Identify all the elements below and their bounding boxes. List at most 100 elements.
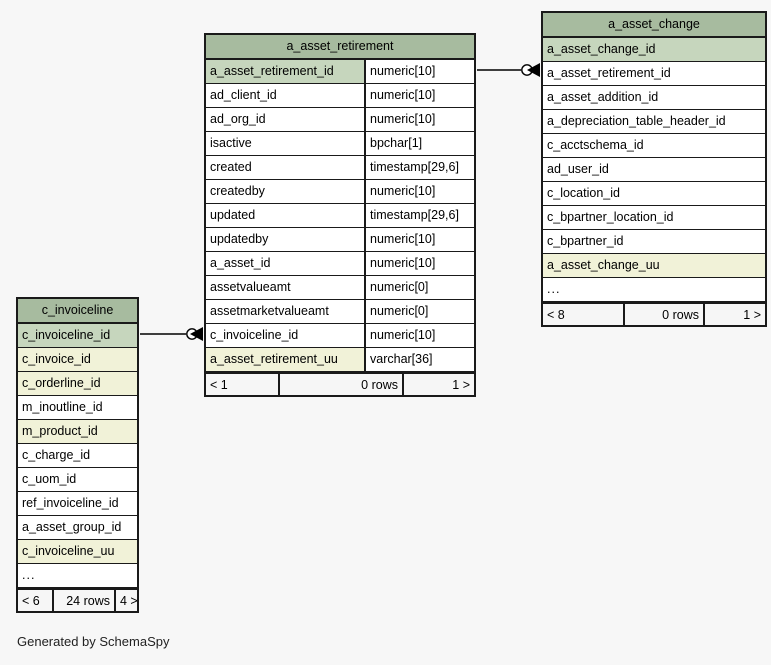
column-name: a_asset_retirement_id bbox=[547, 66, 671, 80]
table-title: a_asset_retirement bbox=[206, 35, 474, 60]
table-c-invoiceline[interactable]: c_invoiceline c_invoiceline_id c_invoice… bbox=[16, 297, 139, 613]
next-page-button[interactable]: 1 > bbox=[703, 304, 765, 325]
table-row[interactable]: a_asset_change_uu bbox=[543, 254, 765, 278]
more-columns-indicator: ... bbox=[547, 282, 561, 296]
more-columns-indicator: ... bbox=[22, 568, 36, 582]
column-name: c_invoiceline_uu bbox=[22, 544, 115, 558]
table-row-more[interactable]: ... bbox=[543, 278, 765, 302]
column-name: assetvalueamt bbox=[210, 280, 291, 294]
table-row[interactable]: c_acctschema_id bbox=[543, 134, 765, 158]
table-row[interactable]: a_asset_retirement_id bbox=[543, 62, 765, 86]
table-row[interactable]: a_asset_change_id bbox=[543, 38, 765, 62]
column-type: numeric[10] bbox=[364, 228, 474, 251]
table-a-asset-change[interactable]: a_asset_change a_asset_change_id a_asset… bbox=[541, 11, 767, 327]
column-type: timestamp[29,6] bbox=[364, 156, 474, 179]
table-row[interactable]: a_depreciation_table_header_id bbox=[543, 110, 765, 134]
column-name: isactive bbox=[210, 136, 252, 150]
table-title: a_asset_change bbox=[543, 13, 765, 38]
column-name: m_product_id bbox=[22, 424, 98, 438]
table-row[interactable]: a_asset_addition_id bbox=[543, 86, 765, 110]
table-row[interactable]: c_location_id bbox=[543, 182, 765, 206]
column-name: c_uom_id bbox=[22, 472, 77, 486]
table-row[interactable]: a_asset_group_id bbox=[18, 516, 137, 540]
column-name: assetmarketvalueamt bbox=[210, 304, 329, 318]
column-name: c_invoice_id bbox=[22, 352, 91, 366]
column-name: c_acctschema_id bbox=[547, 138, 644, 152]
table-row[interactable]: c_invoiceline_id bbox=[18, 324, 137, 348]
table-row[interactable]: isactive bpchar[1] bbox=[206, 132, 474, 156]
generator-caption: Generated by SchemaSpy bbox=[17, 634, 170, 649]
table-row[interactable]: ad_client_id numeric[10] bbox=[206, 84, 474, 108]
column-name: c_orderline_id bbox=[22, 376, 101, 390]
column-name: c_location_id bbox=[547, 186, 620, 200]
row-count: 0 rows bbox=[278, 374, 402, 395]
table-row[interactable]: a_asset_retirement_uu varchar[36] bbox=[206, 348, 474, 372]
column-name: ad_user_id bbox=[547, 162, 609, 176]
column-type: numeric[0] bbox=[364, 300, 474, 323]
column-type: bpchar[1] bbox=[364, 132, 474, 155]
column-name: created bbox=[210, 160, 252, 174]
table-row[interactable]: assetvalueamt numeric[0] bbox=[206, 276, 474, 300]
column-name: a_asset_change_id bbox=[547, 42, 656, 56]
table-row[interactable]: c_invoiceline_id numeric[10] bbox=[206, 324, 474, 348]
table-row[interactable]: c_invoice_id bbox=[18, 348, 137, 372]
table-row[interactable]: m_product_id bbox=[18, 420, 137, 444]
row-count: 0 rows bbox=[623, 304, 703, 325]
column-name: a_asset_id bbox=[210, 256, 271, 270]
table-row[interactable]: c_uom_id bbox=[18, 468, 137, 492]
prev-page-button[interactable]: < 6 bbox=[18, 590, 52, 611]
column-type: numeric[0] bbox=[364, 276, 474, 299]
table-row[interactable]: c_charge_id bbox=[18, 444, 137, 468]
table-row[interactable]: m_inoutline_id bbox=[18, 396, 137, 420]
column-name: a_asset_addition_id bbox=[547, 90, 659, 104]
table-row[interactable]: updated timestamp[29,6] bbox=[206, 204, 474, 228]
table-row[interactable]: assetmarketvalueamt numeric[0] bbox=[206, 300, 474, 324]
table-row[interactable]: ad_user_id bbox=[543, 158, 765, 182]
table-title: c_invoiceline bbox=[18, 299, 137, 324]
column-type: numeric[10] bbox=[364, 252, 474, 275]
column-type: numeric[10] bbox=[364, 60, 474, 83]
column-type: numeric[10] bbox=[364, 180, 474, 203]
column-name: ad_client_id bbox=[210, 88, 277, 102]
column-name: a_asset_retirement_id bbox=[210, 64, 334, 78]
column-name: a_asset_change_uu bbox=[547, 258, 660, 272]
column-type: timestamp[29,6] bbox=[364, 204, 474, 227]
column-type: numeric[10] bbox=[364, 108, 474, 131]
column-name: ad_org_id bbox=[210, 112, 266, 126]
column-name: c_charge_id bbox=[22, 448, 91, 462]
table-row-more[interactable]: ... bbox=[18, 564, 137, 588]
column-name: a_asset_retirement_uu bbox=[210, 352, 338, 366]
table-row[interactable]: c_bpartner_id bbox=[543, 230, 765, 254]
table-row[interactable]: c_orderline_id bbox=[18, 372, 137, 396]
column-name: updated bbox=[210, 208, 256, 222]
column-name: a_depreciation_table_header_id bbox=[547, 114, 726, 128]
table-footer: < 8 0 rows 1 > bbox=[543, 302, 765, 325]
table-row[interactable]: ref_invoiceline_id bbox=[18, 492, 137, 516]
column-name: createdby bbox=[210, 184, 265, 198]
next-page-button[interactable]: 1 > bbox=[402, 374, 474, 395]
row-count: 24 rows bbox=[52, 590, 114, 611]
edge-invoiceline-to-asset-retirement bbox=[140, 327, 203, 341]
column-type: numeric[10] bbox=[364, 324, 474, 347]
column-name: c_bpartner_id bbox=[547, 234, 624, 248]
table-row[interactable]: ad_org_id numeric[10] bbox=[206, 108, 474, 132]
table-row[interactable]: updatedby numeric[10] bbox=[206, 228, 474, 252]
table-a-asset-retirement[interactable]: a_asset_retirement a_asset_retirement_id… bbox=[204, 33, 476, 397]
table-row[interactable]: c_bpartner_location_id bbox=[543, 206, 765, 230]
table-row[interactable]: created timestamp[29,6] bbox=[206, 156, 474, 180]
column-name: c_invoiceline_id bbox=[210, 328, 299, 342]
table-row[interactable]: createdby numeric[10] bbox=[206, 180, 474, 204]
edge-asset-retirement-to-asset-change bbox=[477, 63, 540, 77]
table-row[interactable]: a_asset_id numeric[10] bbox=[206, 252, 474, 276]
prev-page-button[interactable]: < 1 bbox=[206, 374, 278, 395]
column-type: varchar[36] bbox=[364, 348, 474, 371]
table-row[interactable]: c_invoiceline_uu bbox=[18, 540, 137, 564]
next-page-button[interactable]: 4 > bbox=[114, 590, 137, 611]
column-name: c_invoiceline_id bbox=[22, 328, 111, 342]
table-row[interactable]: a_asset_retirement_id numeric[10] bbox=[206, 60, 474, 84]
column-name: a_asset_group_id bbox=[22, 520, 122, 534]
prev-page-button[interactable]: < 8 bbox=[543, 304, 623, 325]
column-name: m_inoutline_id bbox=[22, 400, 103, 414]
table-footer: < 6 24 rows 4 > bbox=[18, 588, 137, 611]
